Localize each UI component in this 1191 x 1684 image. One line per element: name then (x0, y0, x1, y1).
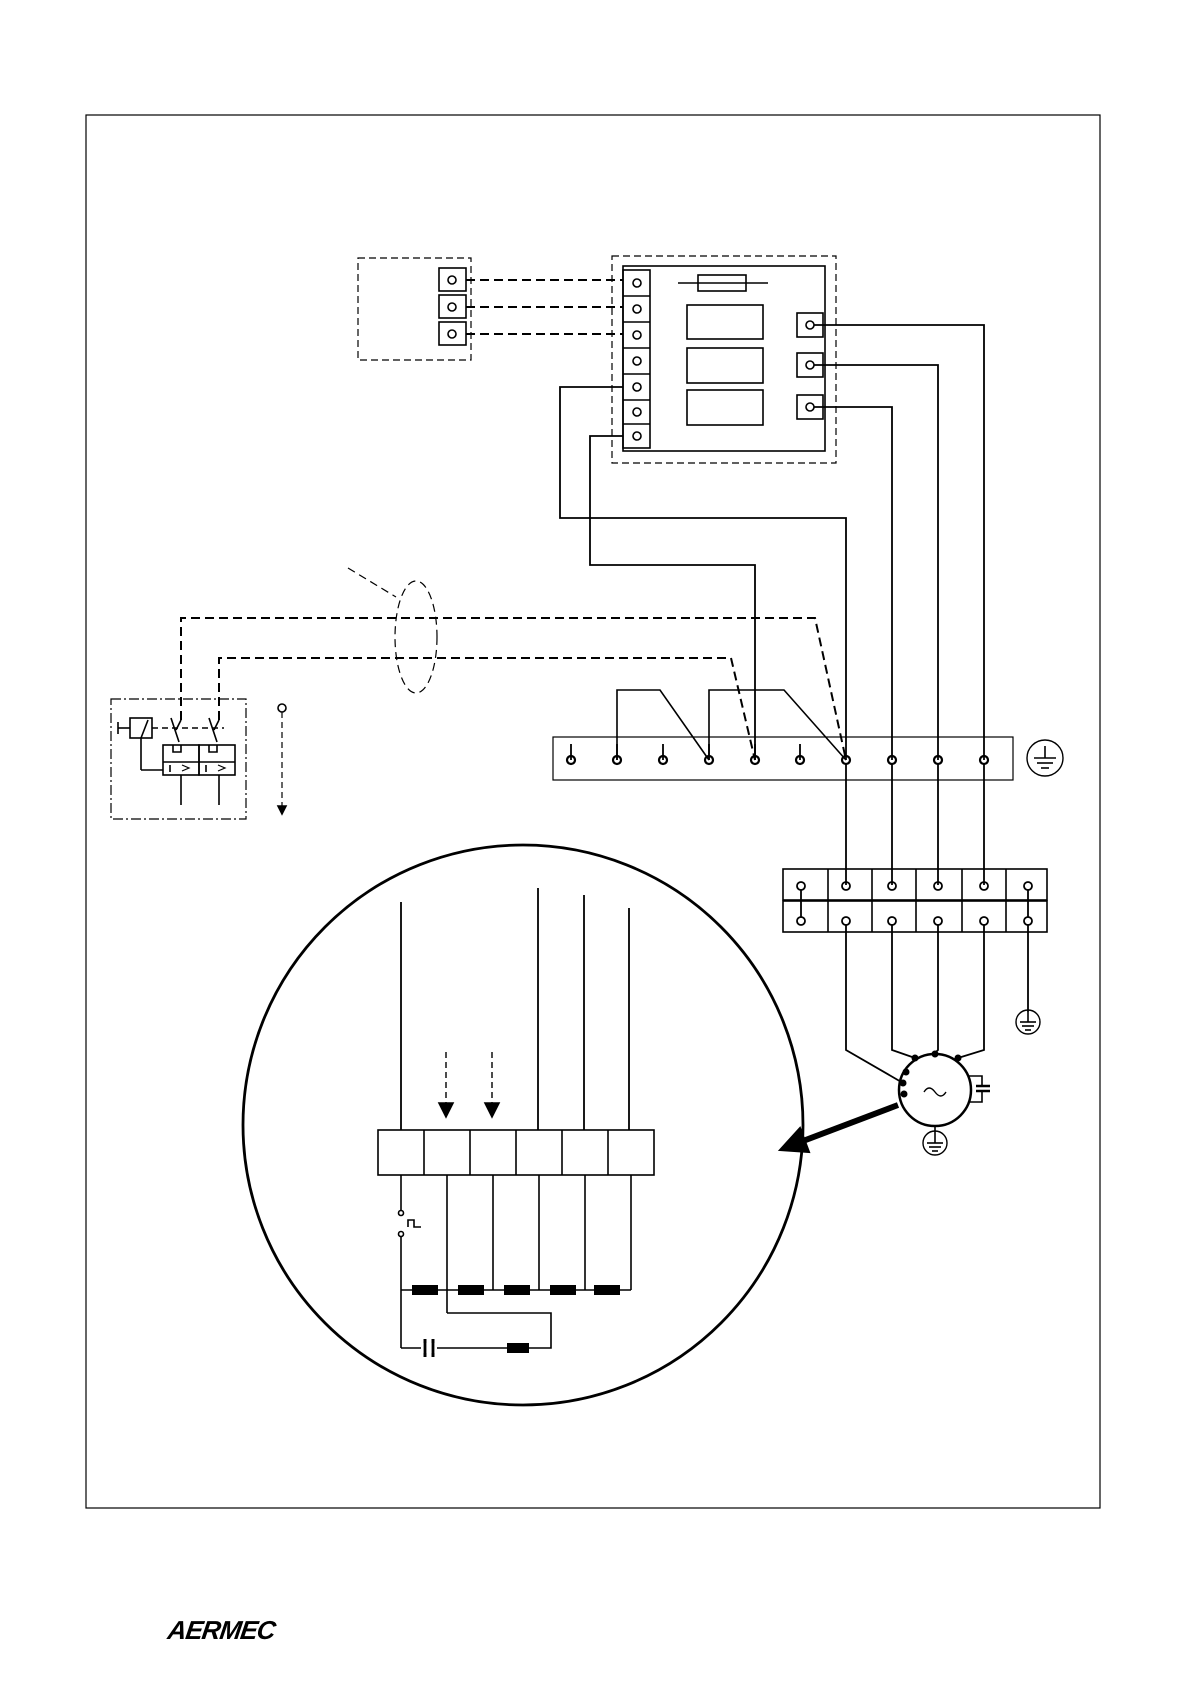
winding-icon (412, 1285, 620, 1353)
remote-terminal (439, 295, 466, 318)
circuit-breaker (111, 699, 246, 819)
cable-bundle (348, 568, 437, 693)
detail-terminal-row (378, 1130, 654, 1175)
strip-to-motor-wires (846, 764, 984, 885)
earth-icon (1027, 740, 1063, 776)
main-terminal-strip (553, 737, 1013, 780)
magnified-detail (243, 845, 803, 1405)
relay (687, 305, 763, 339)
drawing-frame (86, 115, 1100, 1508)
earth-icon (923, 1126, 947, 1155)
dashed-down-arrow (439, 1052, 453, 1117)
terminal-jumpers (617, 690, 846, 760)
relay (687, 390, 763, 425)
relay (687, 348, 763, 383)
remote-terminal (439, 322, 466, 345)
dashed-control-wires (181, 618, 846, 760)
remote-terminal (439, 268, 466, 291)
fuse-icon (678, 275, 768, 291)
motor-terminal-block (783, 869, 1047, 932)
dashed-down-arrow (485, 1052, 499, 1117)
brand-logo: AERMEC (166, 1615, 277, 1646)
board-terminal-column (623, 270, 650, 448)
remote-dashed-links (466, 280, 623, 334)
remote-terminal-box (358, 258, 471, 360)
fan-motor (899, 1051, 971, 1127)
magnify-arrow (780, 1105, 898, 1152)
dashed-down-arrow (278, 704, 286, 814)
control-board (612, 256, 836, 463)
block-to-motor-wires (846, 925, 1028, 1083)
earth-icon (1016, 1010, 1040, 1034)
